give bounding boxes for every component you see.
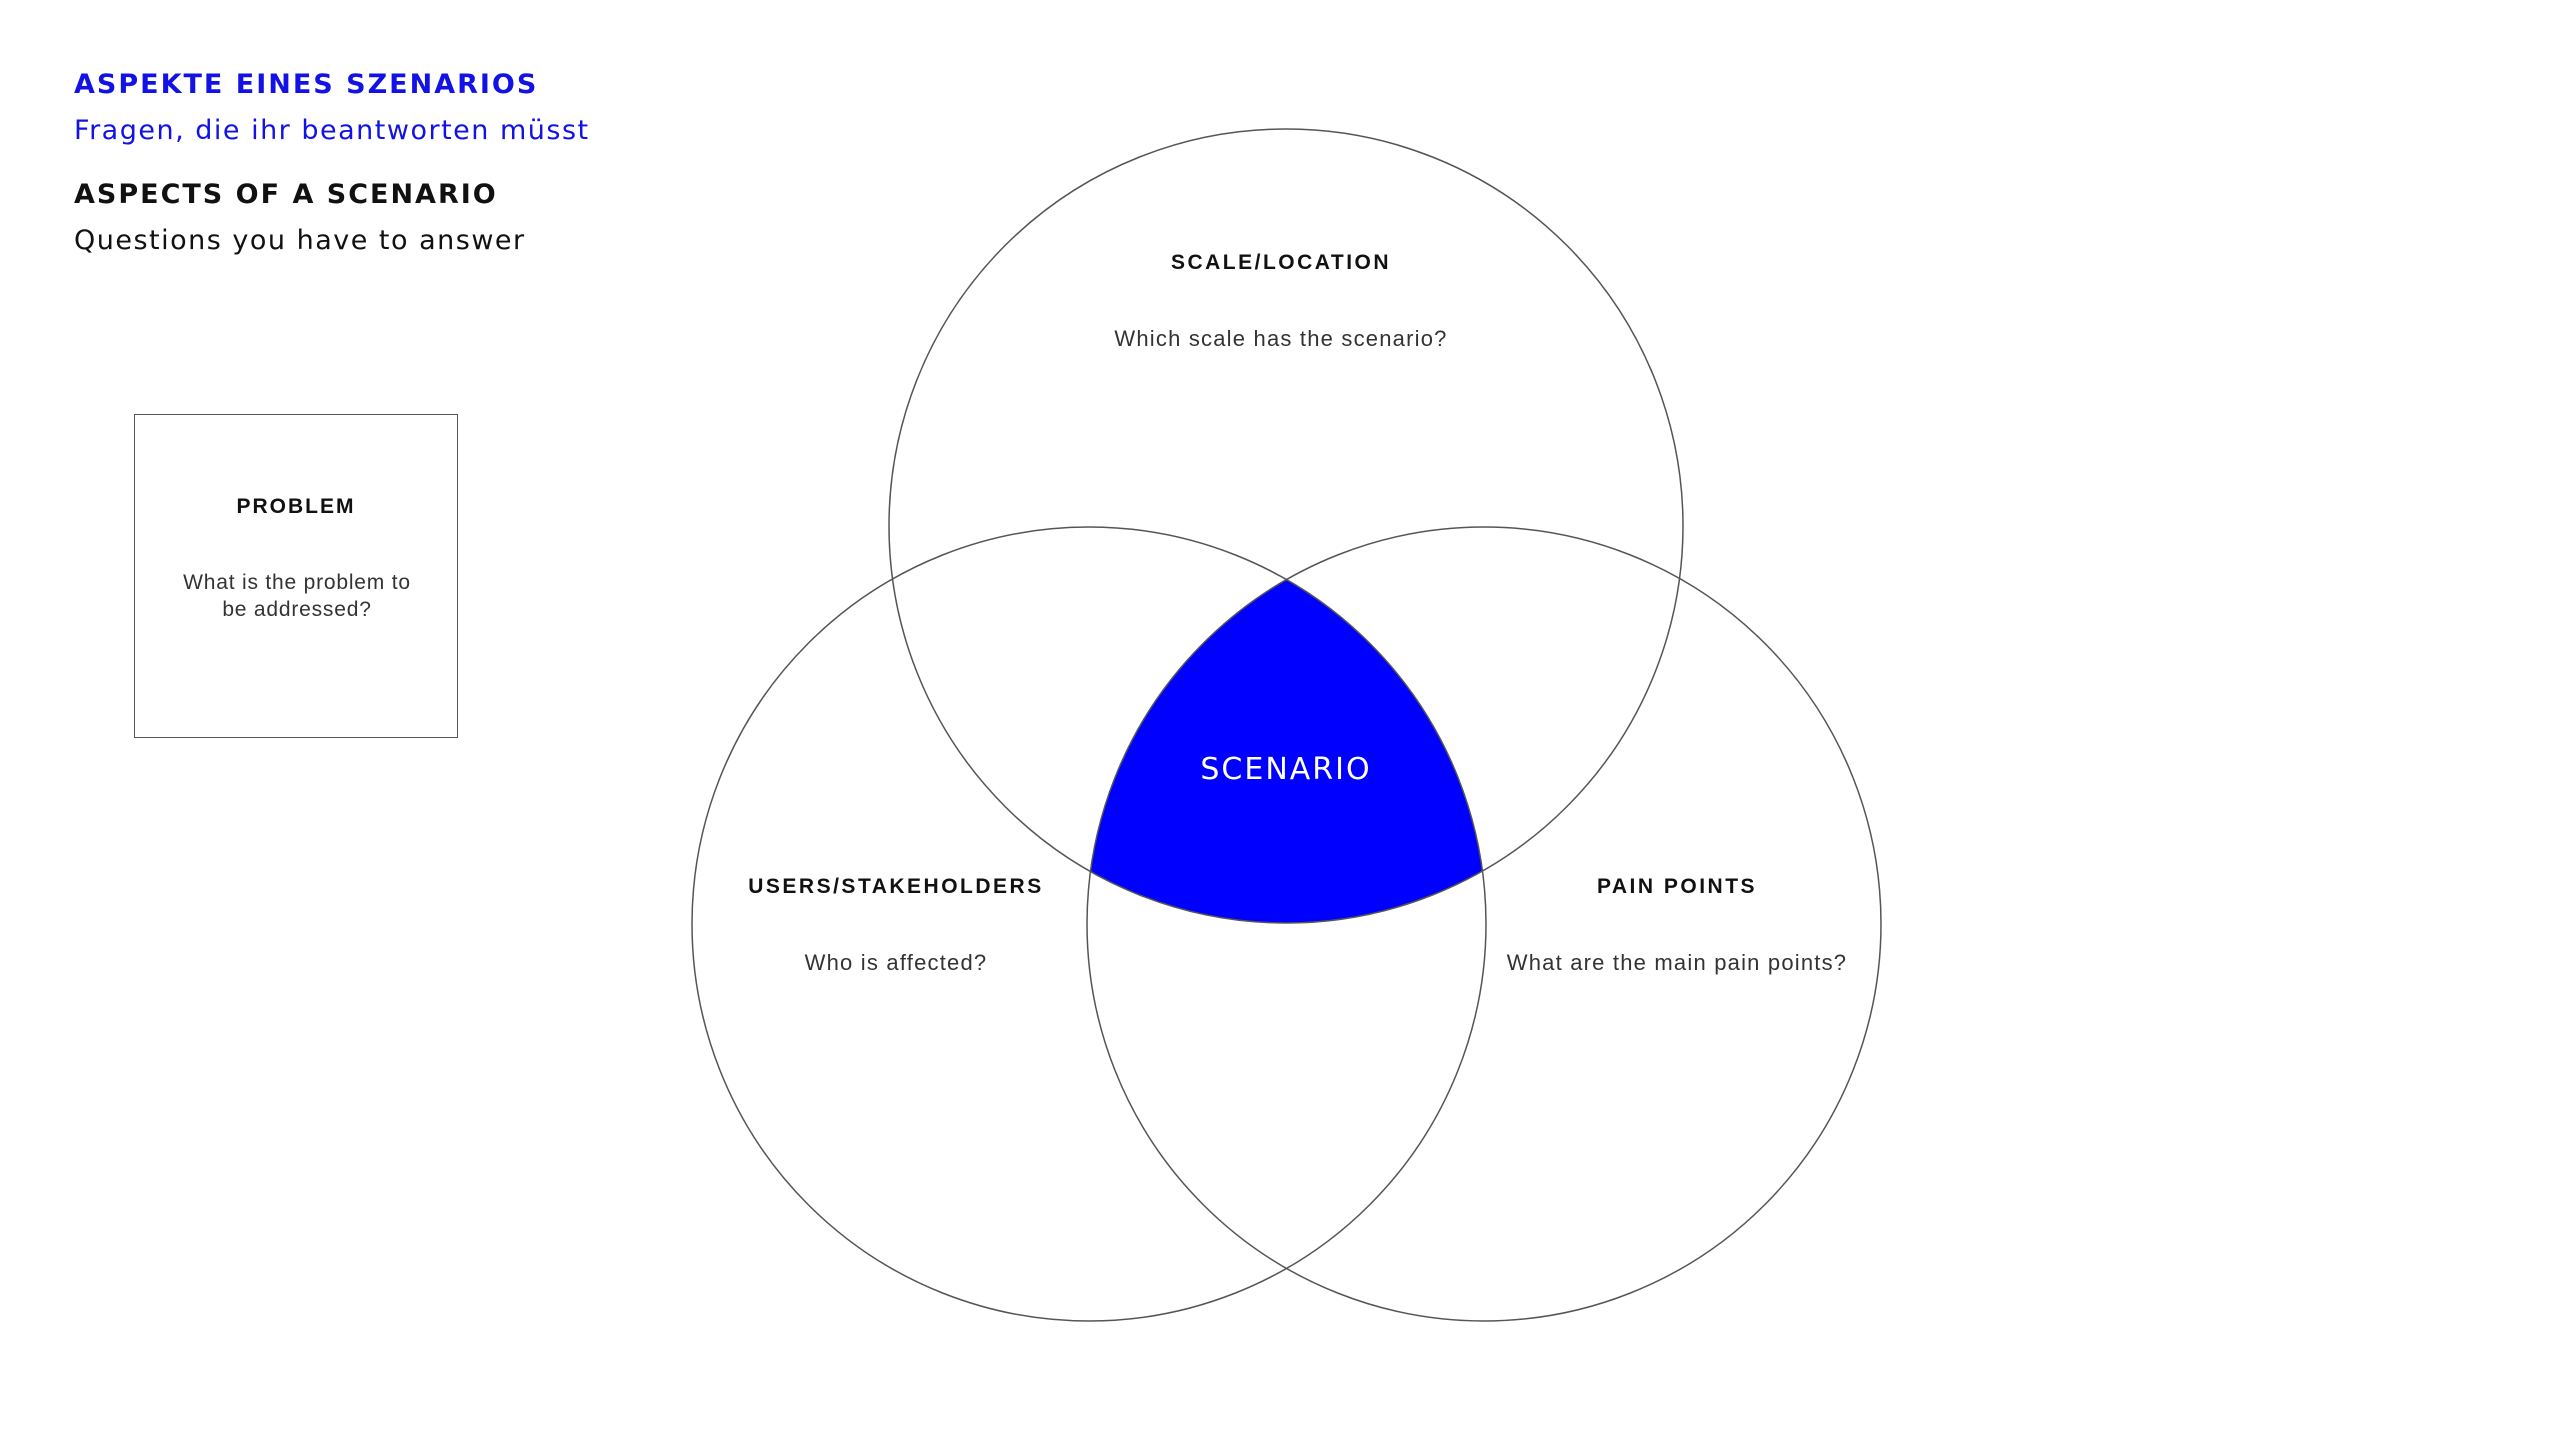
users-stakeholders-title: USERS/STAKEHOLDERS <box>748 875 1043 898</box>
problem-title: PROBLEM <box>236 495 356 518</box>
subtitle-english: Questions you have to answer <box>74 225 526 256</box>
subtitle-german: Fragen, die ihr beantworten müsst <box>74 115 590 146</box>
circle-pain-points <box>1086 526 1882 1322</box>
circle-scale-location <box>888 128 1684 924</box>
header-block: ASPEKTE EINES SZENARIOS Fragen, die ihr … <box>74 66 774 260</box>
scenario-intersection <box>1087 527 1486 923</box>
problem-box: PROBLEM What is the problem to be addres… <box>134 414 458 738</box>
title-english: ASPECTS OF A SCENARIO <box>74 179 498 210</box>
title-german: ASPEKTE EINES SZENARIOS <box>74 69 539 100</box>
scale-location-question: Which scale has the scenario? <box>1114 326 1447 351</box>
scale-location-title: SCALE/LOCATION <box>1171 251 1391 274</box>
pain-points-title: PAIN POINTS <box>1597 875 1757 898</box>
problem-question: What is the problem to be addressed? <box>183 571 411 621</box>
pain-points-question: What are the main pain points? <box>1507 950 1848 975</box>
scenario-intersection-group <box>1087 527 1486 923</box>
scenario-label: SCENARIO <box>1200 752 1371 787</box>
users-stakeholders-question: Who is affected? <box>805 950 988 975</box>
circle-users-stakeholders <box>691 526 1487 1322</box>
